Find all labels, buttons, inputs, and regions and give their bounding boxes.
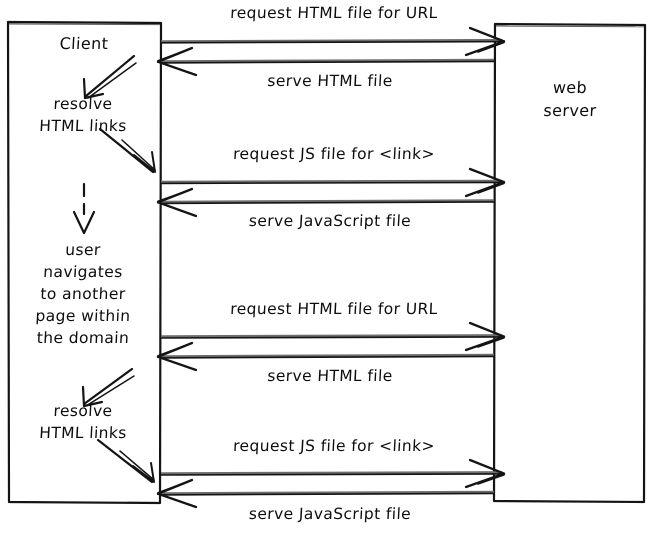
- message-label-7: request JS file for <link>: [232, 437, 436, 455]
- client-note-user-nav-line1: user: [64, 241, 102, 259]
- client-note-user-nav-line4: page within: [34, 307, 132, 325]
- message-arrow-7: [160, 458, 506, 489]
- message-arrow-3: [160, 167, 506, 198]
- message-label-1: request HTML file for URL: [229, 4, 439, 22]
- client-note-resolve-1-line1: resolve: [53, 95, 113, 113]
- message-arrow-4: [156, 187, 495, 218]
- participant-label-web-server-line2: server: [542, 101, 598, 120]
- message-arrow-2: [156, 46, 495, 77]
- client-note-resolve-2-line2: HTML links: [38, 424, 128, 442]
- message-arrow-1: [160, 26, 506, 57]
- message-label-3: request JS file for <link>: [232, 145, 436, 163]
- message-label-5: request HTML file for URL: [229, 300, 439, 318]
- client-flow-dashed-arrow: [72, 182, 96, 235]
- message-arrow-5: [160, 321, 506, 352]
- message-label-8: serve JavaScript file: [248, 505, 412, 523]
- message-label-4: serve JavaScript file: [248, 212, 412, 230]
- client-flow-arrow-1: [82, 54, 137, 100]
- client-note-user-nav-line5: the domain: [36, 329, 130, 347]
- participant-label-client: Client: [59, 34, 109, 53]
- message-label-6: serve HTML file: [266, 367, 394, 385]
- client-flow-arrow-4: [96, 438, 155, 484]
- message-arrow-8: [156, 478, 495, 509]
- client-note-user-nav-line2: navigates: [42, 263, 124, 281]
- message-label-2: serve HTML file: [266, 72, 394, 90]
- message-arrow-6: [156, 341, 495, 372]
- client-note-resolve-2-line1: resolve: [53, 402, 113, 420]
- client-note-user-nav-line3: to another: [39, 285, 127, 303]
- client-note-resolve-1-line2: HTML links: [38, 117, 128, 135]
- participant-label-web-server-line1: web: [552, 78, 588, 97]
- client-flow-arrow-3: [81, 367, 135, 408]
- client-flow-arrow-2: [98, 127, 156, 174]
